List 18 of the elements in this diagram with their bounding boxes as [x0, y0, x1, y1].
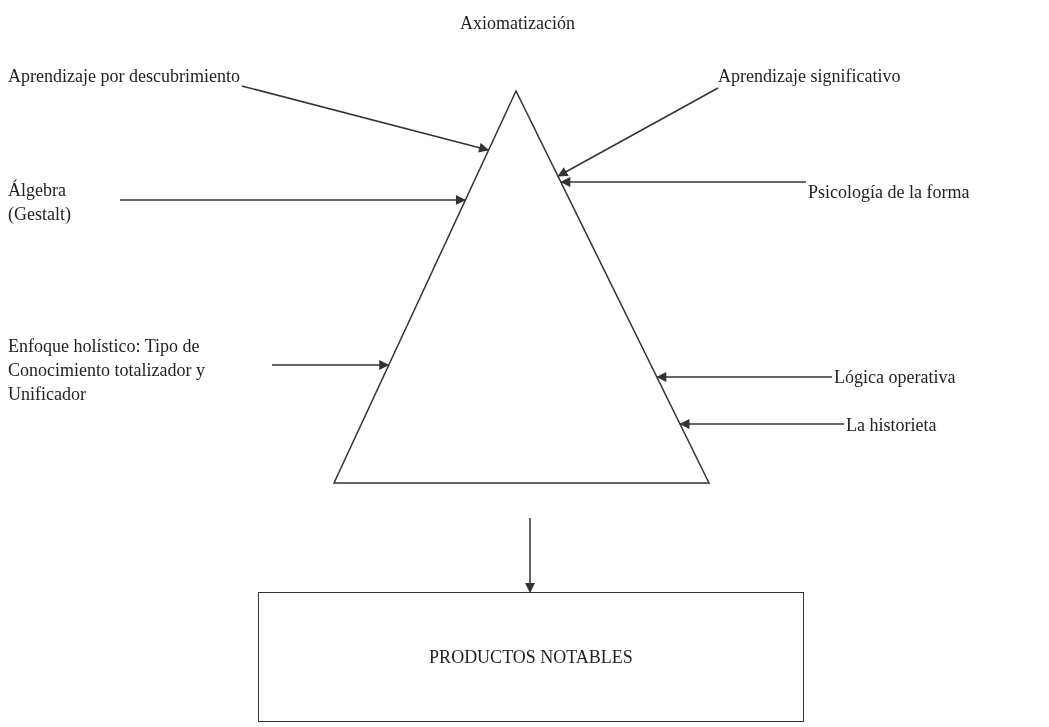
concept-label: Aprendizaje por descubrimiento [8, 65, 240, 88]
arrow [560, 177, 807, 187]
concept-label: Enfoque holístico: Tipo de Conocimiento totalizador y Unificador [8, 335, 206, 406]
concept-label: Lógica operativa [834, 366, 956, 389]
arrow [656, 372, 833, 382]
concept-label: Aprendizaje significativo [718, 65, 901, 88]
concept-label: Álgebra (Gestalt) [8, 178, 72, 226]
concept-label: La historieta [846, 414, 937, 437]
arrow [119, 195, 466, 205]
result-box [258, 592, 804, 722]
concept-label: Psicología de la forma [808, 181, 970, 204]
arrow [525, 517, 535, 593]
arrow [557, 87, 719, 177]
arrow [271, 360, 390, 370]
arrow [679, 419, 845, 429]
heading-text: Axiomatización [460, 12, 575, 35]
result-text: PRODUCTOS NOTABLES [429, 645, 633, 669]
arrow [241, 85, 490, 153]
